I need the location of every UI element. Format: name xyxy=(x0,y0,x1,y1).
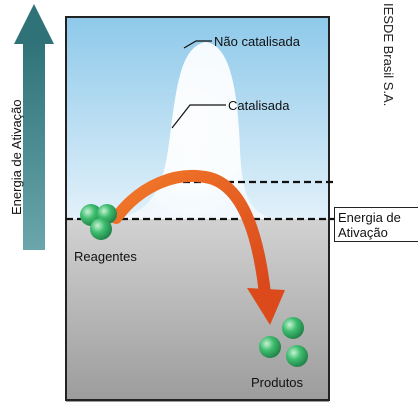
energy-axis-arrow xyxy=(14,4,54,250)
y-axis-label: Energia de Ativação xyxy=(9,99,24,215)
products-label: Produtos xyxy=(251,375,304,390)
product-molecules xyxy=(259,317,308,367)
catalyzed-leader xyxy=(171,104,226,129)
uncatalyzed-label: Não catalisada xyxy=(214,34,300,49)
reactants-label: Reagentes xyxy=(74,249,137,264)
catalyzed-label: Catalisada xyxy=(228,98,290,113)
uncatalyzed-curve xyxy=(110,42,275,219)
image-credit: IESDE Brasil S.A. xyxy=(381,3,396,107)
uncatalyzed-leader xyxy=(183,40,212,49)
reactant-molecules xyxy=(80,204,117,240)
catalyzed-arrow xyxy=(110,169,285,325)
activation-energy-label: Energia de Ativação xyxy=(334,207,418,242)
